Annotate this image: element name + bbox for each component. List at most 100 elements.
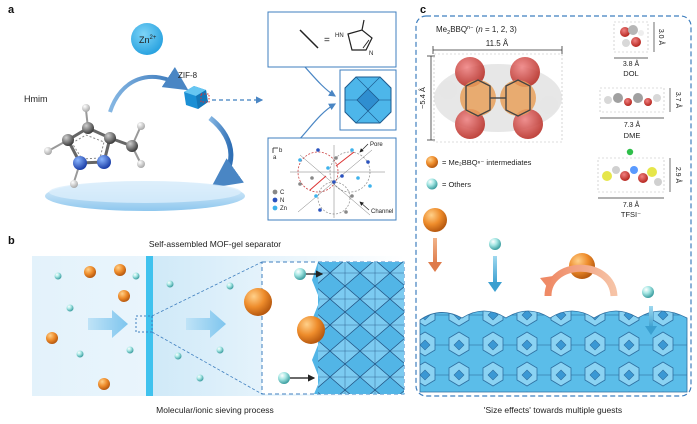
crystal-atom: [366, 160, 370, 164]
dol-name: DOL: [623, 69, 638, 78]
hmim-label: Hmim: [24, 94, 48, 104]
legend-intermediate-sphere: [426, 156, 438, 168]
dol-molecule: [613, 21, 649, 53]
crystal-atom: [318, 208, 322, 212]
crystal-atoms: [298, 148, 372, 214]
separator-membrane: [146, 256, 153, 396]
intermediate-sphere-b: [46, 332, 58, 344]
legend-c: C: [280, 190, 285, 196]
bounce-arc: [544, 264, 618, 297]
other-sphere-c-2: [642, 286, 654, 298]
panel-b-label: b: [8, 235, 15, 247]
crystal-atom: [340, 174, 344, 178]
panel-c-caption: 'Size effects' towards multiple guests: [484, 405, 622, 415]
other-sphere-b: [132, 272, 140, 280]
other-sphere-b: [126, 346, 134, 354]
other-sphere-b: [54, 272, 62, 280]
other-sphere-pass-2: [278, 372, 290, 384]
channel-pointer: [359, 201, 370, 211]
crystal-atom: [314, 194, 318, 198]
hn-label: HN: [335, 33, 344, 39]
pore-pointer: [359, 143, 369, 153]
tfsi-dims: 7.8 Å 2.9 Å TFSI⁻: [598, 158, 683, 219]
pore-label: Pore: [370, 142, 383, 148]
crystal-atom: [298, 182, 302, 186]
substrate-disc-top: [49, 181, 241, 203]
mof-lattice-zoom: [318, 262, 404, 394]
intermediate-sphere-b: [114, 264, 126, 276]
dme-height-label: 3.7 Å: [674, 92, 683, 109]
zn-line-symbol: [299, 29, 319, 49]
hmim-to-zif8-arrow: [108, 66, 189, 113]
intermediate-sphere-b: [84, 266, 96, 278]
down-arrow-cyan-2-shaft: [649, 306, 653, 328]
crystal-atom: [344, 210, 348, 214]
crystal-atom: [350, 148, 354, 152]
zif8-label: ZIF-8: [178, 71, 198, 80]
crystal-atom: [356, 176, 360, 180]
methylimidazole-skeleton: [347, 19, 373, 51]
dme-width-label: 7.3 Å: [624, 120, 641, 129]
other-sphere-b: [196, 374, 204, 382]
small-molecules: [597, 21, 665, 193]
intermediate-sphere-b: [98, 378, 110, 390]
down-arrow-orange-head: [428, 262, 442, 272]
zn-ion-sphere: [131, 23, 163, 55]
down-arrow-cyan-2-head: [645, 326, 657, 335]
tfsi-molecule: [597, 148, 665, 193]
zoom-line-bottom: [151, 331, 263, 395]
crystal-atom: [332, 180, 336, 184]
other-sphere-pass-1: [294, 268, 306, 280]
dme-molecule: [599, 87, 665, 113]
formula-title: Me2BBQn− (n = 1, 2, 3): [436, 25, 517, 36]
height-dimension-label: ~5.4 Å: [418, 87, 427, 109]
zif8-to-disc-arrow: [208, 116, 245, 188]
intermediate-sphere-c-1: [423, 208, 447, 232]
me2bbq-molecule: [434, 57, 562, 139]
legend-others-text: = Others: [442, 180, 471, 189]
crystal-atom: [298, 158, 302, 162]
panel-a-label: a: [8, 4, 15, 16]
width-dimension-label: 11.5 Å: [486, 39, 509, 48]
hmim-molecule: [44, 104, 145, 188]
other-sphere-c-1: [489, 238, 501, 250]
legend-intermediates-text: = Me₂BBQⁿ⁻ intermediates: [442, 158, 532, 167]
legend-zn: Zn: [280, 206, 287, 212]
other-sphere-b: [174, 352, 182, 360]
flow-arrow-left: [88, 310, 128, 338]
flow-arrow-right: [186, 310, 226, 338]
dme-name: DME: [624, 131, 641, 140]
crystal-structure-box: [267, 137, 397, 221]
down-arrow-cyan-head: [488, 282, 502, 292]
tfsi-name: TFSI⁻: [621, 210, 641, 219]
panel-c-label: c: [420, 4, 426, 16]
panel-b-title: Self-assembled MOF-gel separator: [149, 239, 281, 249]
dol-height-label: 3.0 Å: [657, 29, 666, 46]
equals-sign: =: [324, 35, 330, 46]
other-sphere-b: [226, 282, 234, 290]
down-arrow-cyan-shaft: [493, 256, 497, 284]
dol-dims: 3.8 Å 3.0 Å DOL: [614, 22, 666, 78]
zif8-crystal: [184, 86, 210, 109]
crystal-atom: [334, 156, 338, 160]
dol-width-label: 3.8 Å: [623, 59, 640, 68]
panel-a: a Zn2+ Hmim: [8, 4, 397, 221]
channel-label: Channel: [371, 209, 393, 215]
crystal-atom: [350, 194, 354, 198]
other-sphere-b: [216, 346, 224, 354]
panel-b-caption: Molecular/ionic sieving process: [156, 405, 274, 415]
panel-c: c Me2BBQn− (n = 1, 2, 3) 11.5 Å ~5.4 Å: [415, 4, 692, 415]
sodalite-cage: [344, 76, 392, 124]
axis-a-label: a: [273, 155, 277, 161]
legend-n: N: [280, 198, 284, 204]
panel-b: b Self-assembled MOF-gel separator Molec…: [8, 235, 405, 415]
crystal-atom: [326, 166, 330, 170]
mof-lattice-c: [419, 310, 688, 393]
crystal-legend: C N Zn: [272, 189, 287, 212]
tfsi-width-label: 7.8 Å: [623, 200, 640, 209]
legend-other-sphere: [426, 178, 438, 190]
other-sphere-b: [66, 304, 74, 312]
crystal-atom: [368, 184, 372, 188]
down-arrow-orange-shaft: [433, 238, 437, 264]
